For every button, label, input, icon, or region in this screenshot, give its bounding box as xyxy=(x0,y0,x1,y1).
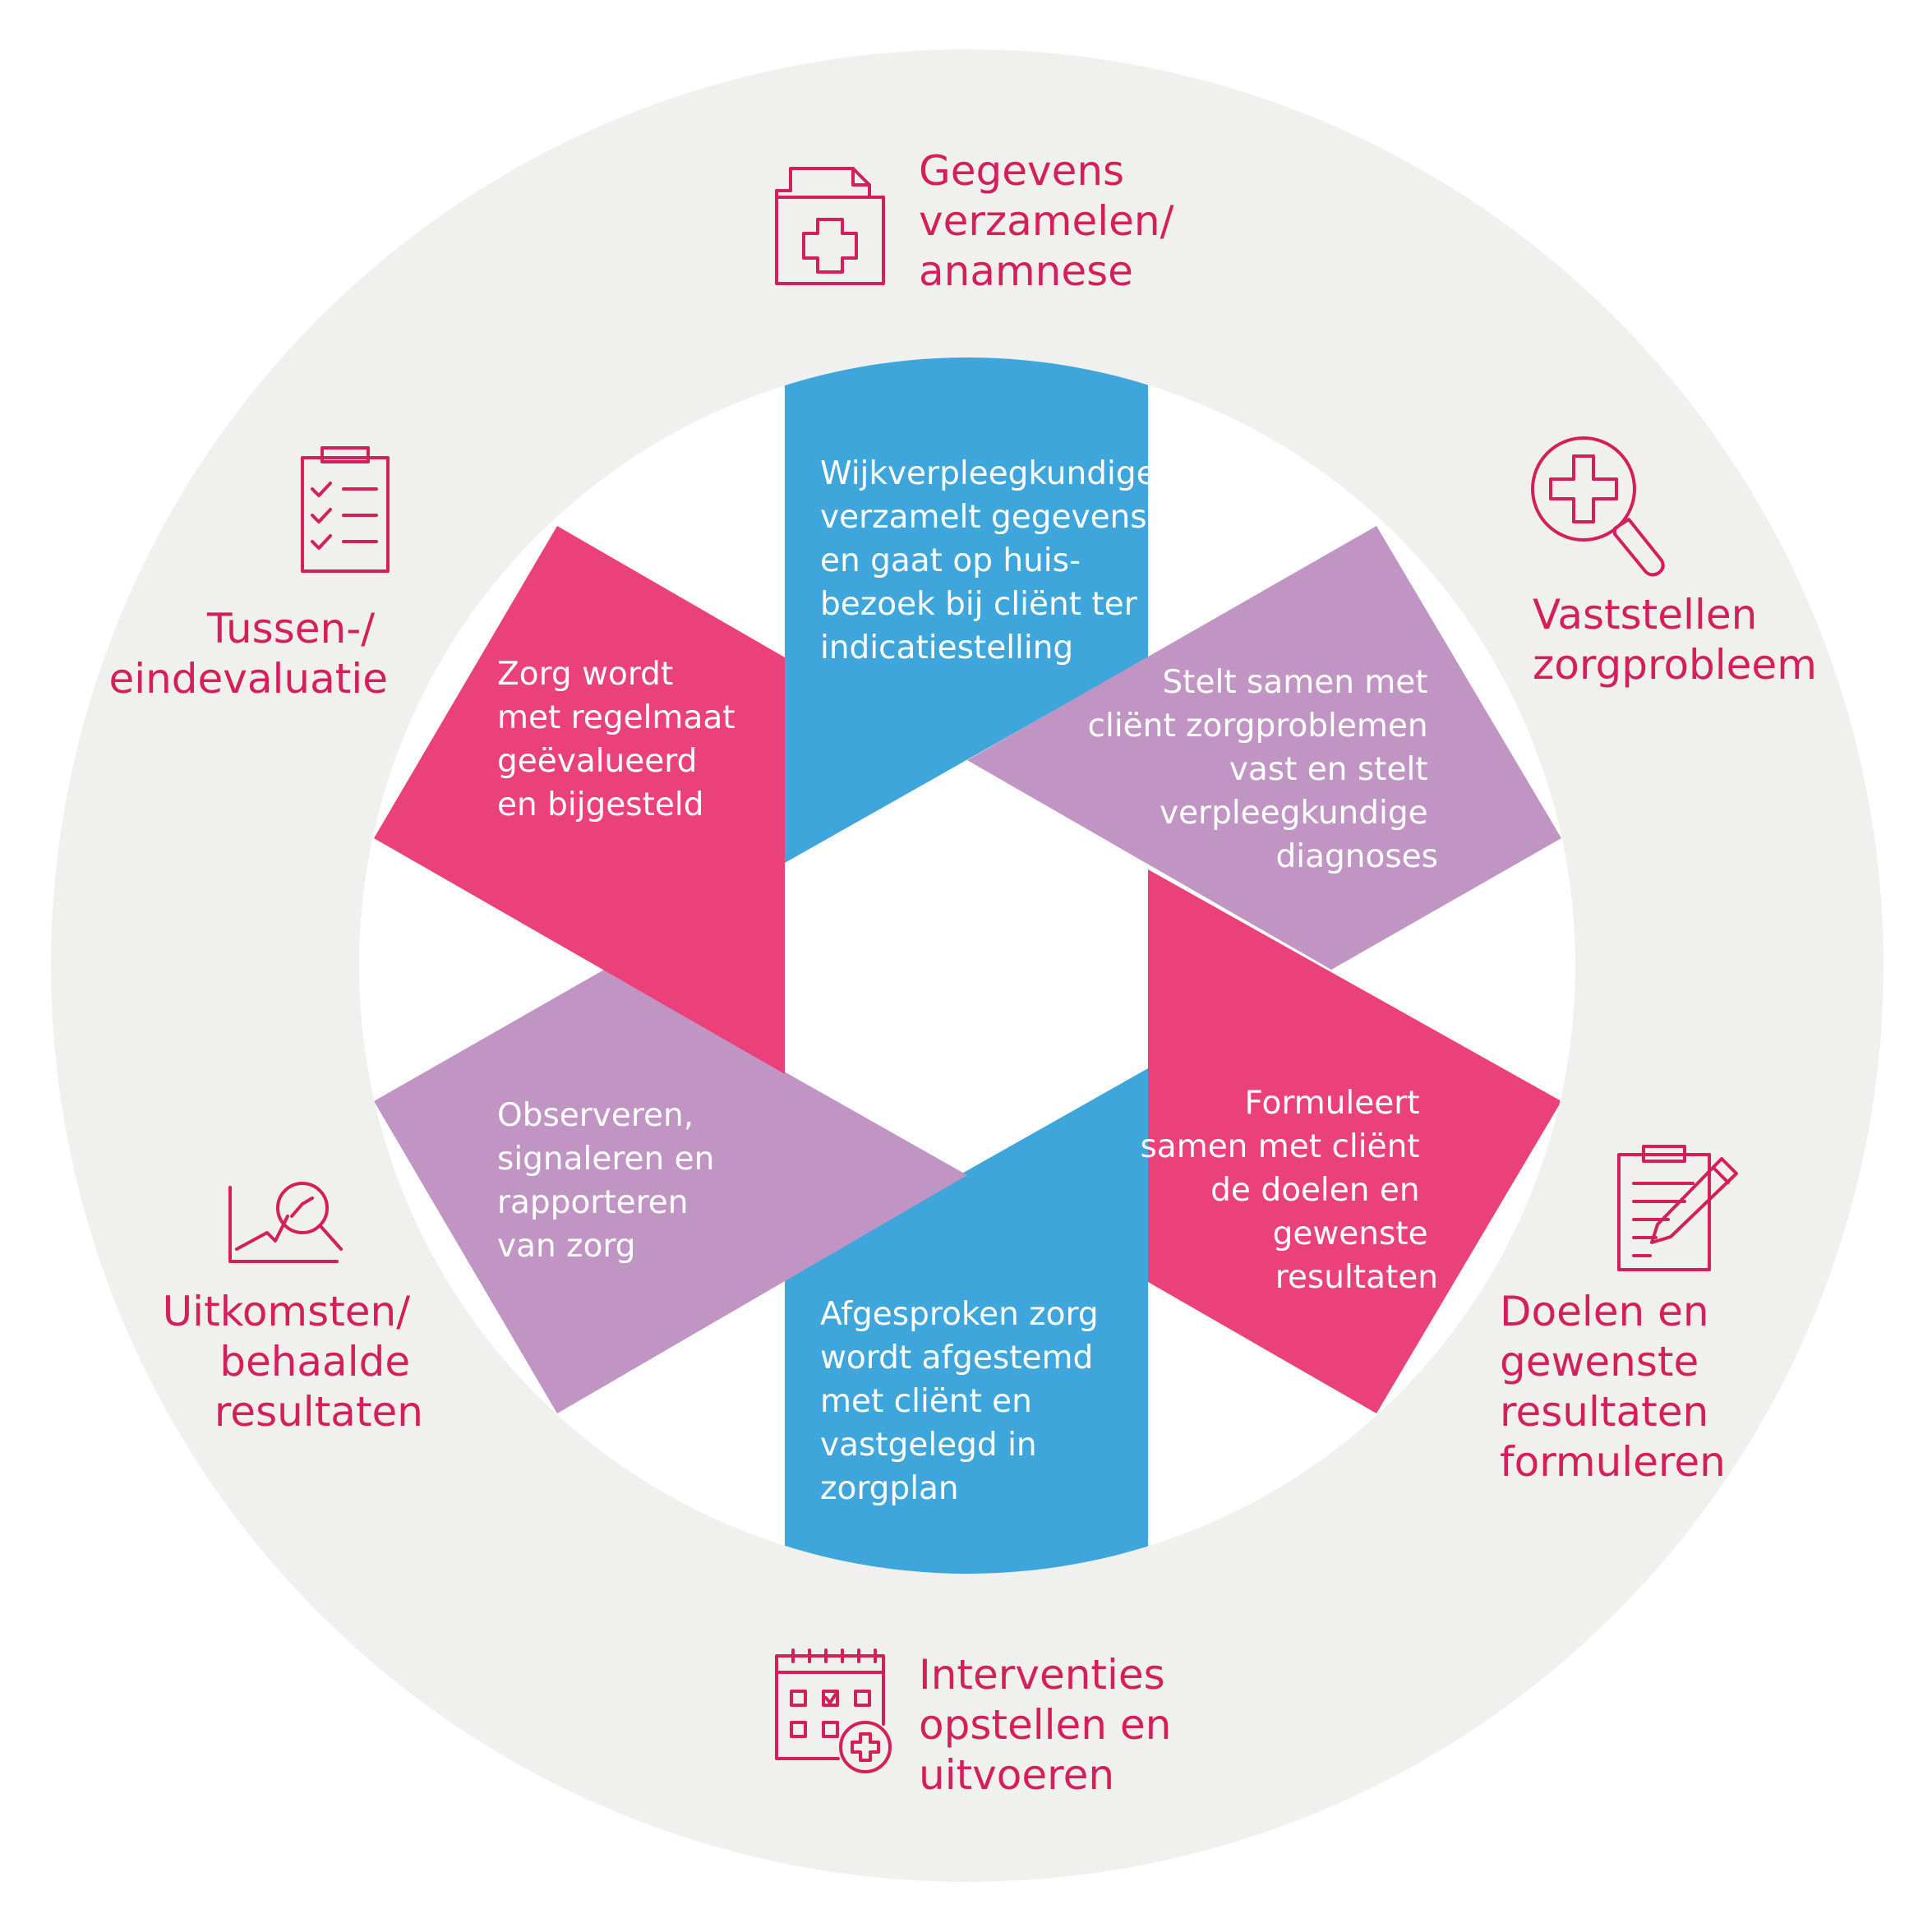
segment-text-blue-bottom: Afgesproken zorg wordt afgestemd met cli… xyxy=(820,1296,1109,1507)
segment-pink-left xyxy=(374,526,785,1074)
clipboard-pencil-icon xyxy=(1617,1145,1738,1271)
segment-text-blue-top: Wijkverpleegkundige verzamelt gegevens e… xyxy=(820,455,1166,666)
calendar-medical-icon xyxy=(775,1648,892,1773)
step-label-vaststellen: Vaststellen zorgprobleem xyxy=(1533,591,1817,689)
segment-blue-bottom xyxy=(785,1068,1148,1574)
medical-folder-icon xyxy=(775,167,885,285)
step-label-interventies: Interventies opstellen en uitvoeren xyxy=(919,1651,1184,1799)
segment-text-pink-left: Zorg wordt met regelmaat geëvalueerd en … xyxy=(497,656,745,823)
chart-magnifier-icon xyxy=(228,1182,343,1263)
segment-text-purple-left: Observeren, signaleren en rapporteren va… xyxy=(497,1097,725,1265)
segment-text-pink-right: Formuleert samen met cliënt de doelen en… xyxy=(1140,1085,1438,1296)
segment-blue-top xyxy=(785,357,1148,863)
segment-purple-left xyxy=(374,970,967,1413)
medical-magnifier-icon xyxy=(1531,436,1665,577)
checklist-clipboard-icon xyxy=(301,446,390,573)
segment-pink-right xyxy=(1148,869,1561,1413)
segment-text-purple-right: Stelt samen met cliënt zorgproblemen vas… xyxy=(1088,664,1438,875)
step-label-uitkomsten: Uitkomsten/ behaalde resultaten xyxy=(163,1288,423,1436)
step-label-evaluatie: Tussen-/ eindevaluatie xyxy=(108,605,388,703)
segment-purple-right xyxy=(967,526,1561,970)
step-label-gegevens: Gegevens verzamelen/ anamnese xyxy=(919,147,1187,295)
step-label-doelen: Doelen en gewenste resultaten formuleren xyxy=(1500,1288,1726,1486)
